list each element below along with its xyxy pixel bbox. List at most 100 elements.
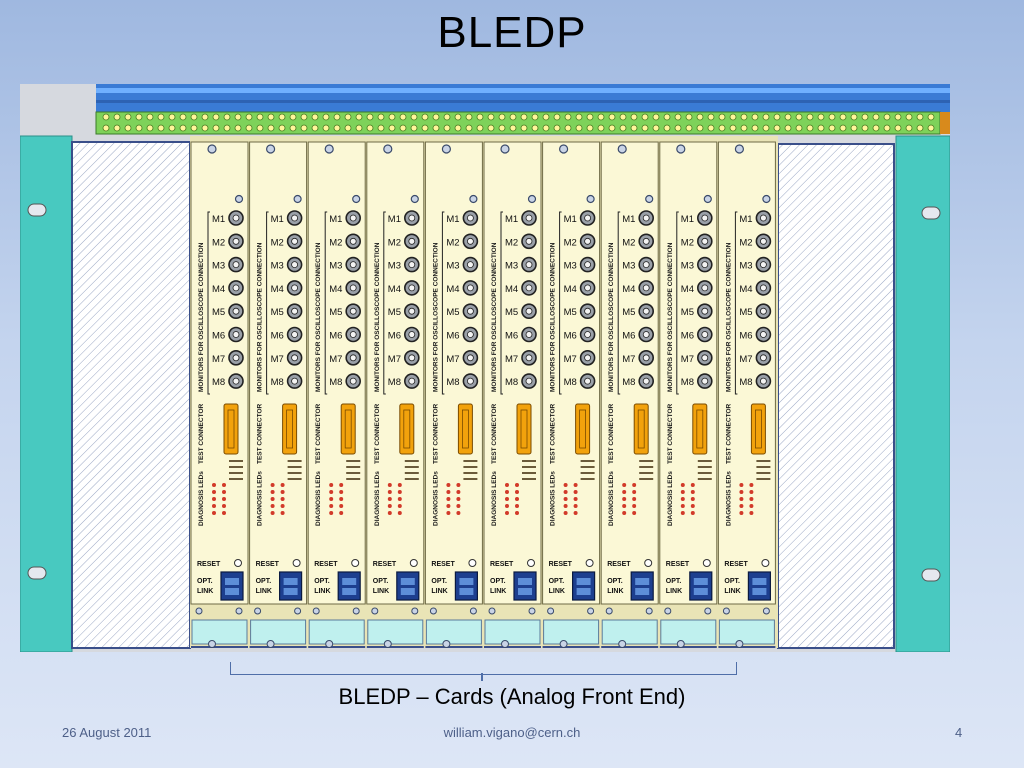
opt-label: OPT.	[490, 578, 506, 585]
optical-link-port[interactable]	[747, 571, 772, 601]
test-connector[interactable]	[457, 403, 473, 455]
monitor-label: M3	[739, 261, 752, 272]
bus-pin	[674, 124, 682, 132]
diagnosis-leds-label: DIAGNOSIS LEDs	[374, 471, 381, 526]
test-connector[interactable]	[633, 403, 649, 455]
test-connector[interactable]	[340, 403, 356, 455]
reset-button[interactable]	[702, 559, 711, 567]
bus-pin	[850, 124, 858, 132]
bus-pin	[916, 124, 924, 132]
reset-button[interactable]	[468, 559, 477, 567]
diagnosis-led	[505, 490, 509, 494]
test-connector[interactable]	[575, 403, 591, 455]
bus-pin	[212, 124, 220, 132]
bus-pin	[311, 113, 319, 121]
test-connector[interactable]	[516, 403, 532, 455]
bus-pin	[300, 124, 308, 132]
test-connector[interactable]	[750, 403, 766, 455]
bus-pin	[432, 124, 440, 132]
diagnosis-led	[280, 511, 285, 515]
monitor-label: M8	[564, 377, 577, 388]
bus-pin	[344, 124, 352, 132]
diagnosis-led	[456, 497, 461, 501]
screw-icon	[266, 144, 276, 154]
screw-icon	[704, 607, 712, 615]
link-label: LINK	[314, 588, 330, 595]
screw-icon	[501, 640, 509, 648]
diagnosis-led	[505, 483, 509, 487]
bus-pin	[586, 124, 594, 132]
screw-icon	[195, 607, 203, 615]
test-connector-label: TEST CONNECTOR	[198, 404, 205, 464]
optical-link-port[interactable]	[396, 571, 420, 601]
bus-pin	[135, 124, 143, 132]
card-slots: MONITORS FOR OSCILLOSCOPE CONNECTIONM1M2…	[190, 141, 776, 648]
diagnosis-led	[222, 511, 226, 515]
bus-pin	[850, 113, 858, 121]
diagnosis-led	[222, 497, 226, 501]
opt-label: OPT.	[607, 578, 623, 585]
monitors-label: MONITORS FOR OSCILLOSCOPE CONNECTION	[725, 242, 732, 392]
reset-button[interactable]	[644, 559, 653, 567]
diagnosis-led	[329, 497, 334, 501]
bus-pin	[905, 124, 913, 132]
afe-card: MONITORS FOR OSCILLOSCOPE CONNECTIONM1M2…	[249, 141, 308, 648]
diagnosis-led	[329, 483, 334, 487]
diagnosis-led	[212, 511, 216, 515]
screw-icon	[294, 607, 302, 615]
bus-pin	[630, 113, 638, 121]
bus-pin	[443, 124, 451, 132]
bus-pin	[509, 124, 517, 132]
optical-link-port[interactable]	[571, 571, 596, 601]
optical-link-port[interactable]	[689, 571, 713, 601]
bus-pin	[630, 124, 638, 132]
monitor-label: M4	[271, 284, 284, 295]
link-label: LINK	[197, 588, 213, 595]
bus-pin	[278, 113, 286, 121]
diagnosis-led	[749, 504, 754, 508]
screw-icon	[587, 607, 595, 615]
monitor-label: M3	[564, 261, 577, 272]
reset-button[interactable]	[351, 559, 360, 567]
bus-pin	[531, 124, 539, 132]
optical-link-port[interactable]	[337, 571, 361, 601]
test-connector[interactable]	[399, 403, 415, 455]
bus-pin	[740, 124, 748, 132]
diagnosis-led	[573, 511, 578, 515]
bus-pin	[509, 113, 517, 121]
slide-title: BLEDP	[437, 8, 587, 57]
test-connector[interactable]	[282, 403, 298, 455]
optical-link-port[interactable]	[279, 571, 303, 601]
bus-pin	[223, 124, 231, 132]
monitors-label: MONITORS FOR OSCILLOSCOPE CONNECTION	[491, 242, 498, 392]
bus-pin	[377, 113, 385, 121]
test-connector[interactable]	[223, 403, 239, 455]
reset-button[interactable]	[585, 559, 594, 567]
optical-link-port[interactable]	[220, 571, 244, 601]
card-label-plate	[718, 619, 775, 645]
optical-link-port[interactable]	[630, 571, 654, 601]
optical-link-port[interactable]	[454, 571, 478, 601]
reset-button[interactable]	[761, 559, 770, 567]
reset-button[interactable]	[234, 559, 242, 567]
bus-pin	[256, 124, 264, 132]
monitor-label: M2	[388, 237, 401, 248]
reset-button[interactable]	[527, 559, 535, 567]
bus-pin	[432, 113, 440, 121]
reset-button[interactable]	[292, 559, 301, 567]
monitor-label: M6	[329, 331, 342, 342]
bus-pin	[883, 113, 891, 121]
reset-button[interactable]	[409, 559, 418, 567]
bus-pin	[487, 113, 495, 121]
test-connector[interactable]	[692, 403, 708, 455]
bus-pin	[762, 124, 770, 132]
bus-pin	[399, 124, 407, 132]
diagnosis-led	[690, 504, 695, 508]
bus-pin	[245, 124, 253, 132]
bus-pin	[729, 124, 737, 132]
bus-pin	[520, 113, 528, 121]
optical-link-port[interactable]	[513, 571, 537, 601]
bus-pin	[740, 113, 748, 121]
bus-pin	[652, 113, 660, 121]
diagnosis-led	[456, 504, 461, 508]
